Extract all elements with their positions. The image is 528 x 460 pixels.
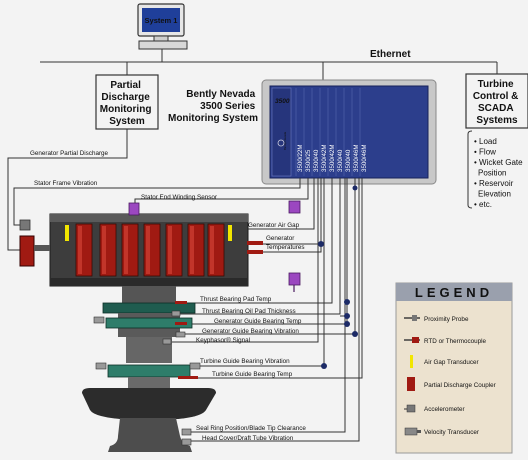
thrust-bearing-oil-pad-label: Thrust Bearing Oil Pad Thickness [202,308,296,315]
rack-module-label: 3500/46M [361,144,368,172]
rack-badge: 3500 [275,98,290,105]
keyphasor-probe-icon [162,338,172,345]
signal-labels: Generator Partial Discharge Stator Frame… [30,150,306,442]
scada-item: • Flow [474,148,496,157]
pdm-box [95,74,159,130]
stator-coil-highlight [102,226,106,274]
generator-air-gap-label: Generator Air Gap [248,222,300,229]
legend-label: Air Gap Transducer [424,359,479,366]
stator-coil-highlight [78,226,82,274]
velocity-transducer-icon [95,362,107,370]
rtd-icon [247,250,263,254]
rtd-icon [247,241,263,245]
partial-discharge-coupler-icon [19,235,35,267]
stator-coil-highlight [190,226,194,274]
rtd-icon [404,337,420,343]
bently-label: Bently Nevada 3500 Series Monitoring Sys… [168,89,258,124]
scada-item: • etc. [474,200,492,209]
air-gap-sensor-icon [288,200,301,214]
proximity-probe-icon [171,310,181,317]
rack-logo-icon [277,139,285,147]
partial-discharge-icon [407,377,415,391]
scada-box [465,73,528,129]
generator-guide-bearing-temp-label: Generator Guide Bearing Temp [214,318,302,325]
purple-sensors [128,200,301,292]
turbine-guide-bearing-vibration-label: Turbine Guide Bearing Vibration [200,358,290,365]
rack-module-label: 3500/40 [313,149,320,172]
proximity-probe-icon [175,331,186,338]
legend-label: Velocity Transducer [424,429,479,436]
generator-partial-discharge-label: Generator Partial Discharge [30,150,109,157]
legend-label: Partial Discharge Coupler [424,382,496,389]
velocity-transducer-icon [404,427,421,436]
accelerometer-icon [181,438,192,446]
scada-item: • Load [474,137,497,146]
thrust-bearing-pad-temp-label: Thrust Bearing Pad Temp [200,296,272,303]
rtd-icon [178,376,198,379]
rack-module-label: 3500/25 [305,149,312,172]
velocity-transducer-icon [189,362,201,370]
seal-ring-position-label: Seal Ring Position/Blade Tip Clearance [196,425,306,432]
end-winding-sensor-icon [128,202,140,216]
generator-temperatures-label: Generator Temperatures [266,235,305,251]
pdm-title: Partial Discharge Monitoring System [100,80,154,127]
signal-wiring [7,129,363,442]
turbine-guide-bearing-temp-label: Turbine Guide Bearing Temp [212,371,293,378]
stator-end-winding-label: Stator End Winding Sensor [141,194,217,201]
stator-frame-vibration-label: Stator Frame Vibration [34,180,98,187]
velocity-transducer-icon [181,428,192,436]
stator-coil-highlight [124,226,128,274]
air-gap-transducer-icon [65,225,69,241]
system1-computer-icon: System 1 [137,3,188,50]
stator-coil-highlight [146,226,150,274]
computer-screen-label: System 1 [145,16,178,25]
proximity-probe-icon [404,315,420,321]
rack-module-label: 3500/40 [337,149,344,172]
legend-title: LEGEND [415,285,493,300]
legend-label: RTD or Thermocouple [424,338,487,345]
legend-label: Proximity Probe [424,316,469,323]
network-lines [40,49,498,80]
air-gap-icon [410,355,413,368]
stator-coils [75,223,225,277]
proximity-probe-icon [93,316,105,324]
legend-label: Accelerometer [424,406,465,413]
stator-coil-highlight [168,226,172,274]
accelerometer-icon [19,219,31,231]
ethernet-label: Ethernet [370,49,411,60]
rtd-icon [175,322,187,325]
rack-module-label: 3500/22M [297,144,304,172]
scada-item: Elevation [478,190,511,199]
rack-module-label: 3500/46M [353,144,360,172]
rtd-probes [175,241,263,379]
proximity-probes [93,310,201,446]
scada-item: • Wicket Gate [474,158,523,167]
scada-item: Position [478,169,506,178]
keyphasor-signal-label: Keyphasor® Signal [196,336,250,344]
coupler-mount [34,245,50,251]
stator-coil-highlight [210,226,214,274]
air-gap-transducer-icon [228,225,232,241]
head-cover-vibration-label: Head Cover/Draft Tube Vibration [202,435,294,442]
rack-module-label: 3500/40 [345,149,352,172]
scada-bracket [467,130,473,209]
generator-guide-bearing-vibration-label: Generator Guide Bearing Vibration [202,328,299,335]
vibration-sensor-icon [288,272,301,286]
rack-module-label: 3500/42M [329,144,336,172]
rack-logo-text: Bently Nevada [283,131,287,150]
legend: LEGEND Proximity Probe RTD or Thermocoup… [395,282,513,454]
scada-title: Turbine Control & SCADA Systems [473,79,521,126]
junction-dots [318,185,358,369]
rtd-icon [175,301,187,304]
rack-module-label: 3500/42M [321,144,328,172]
accelerometer-icon [404,404,416,413]
scada-item: • Reservoir [474,179,514,188]
